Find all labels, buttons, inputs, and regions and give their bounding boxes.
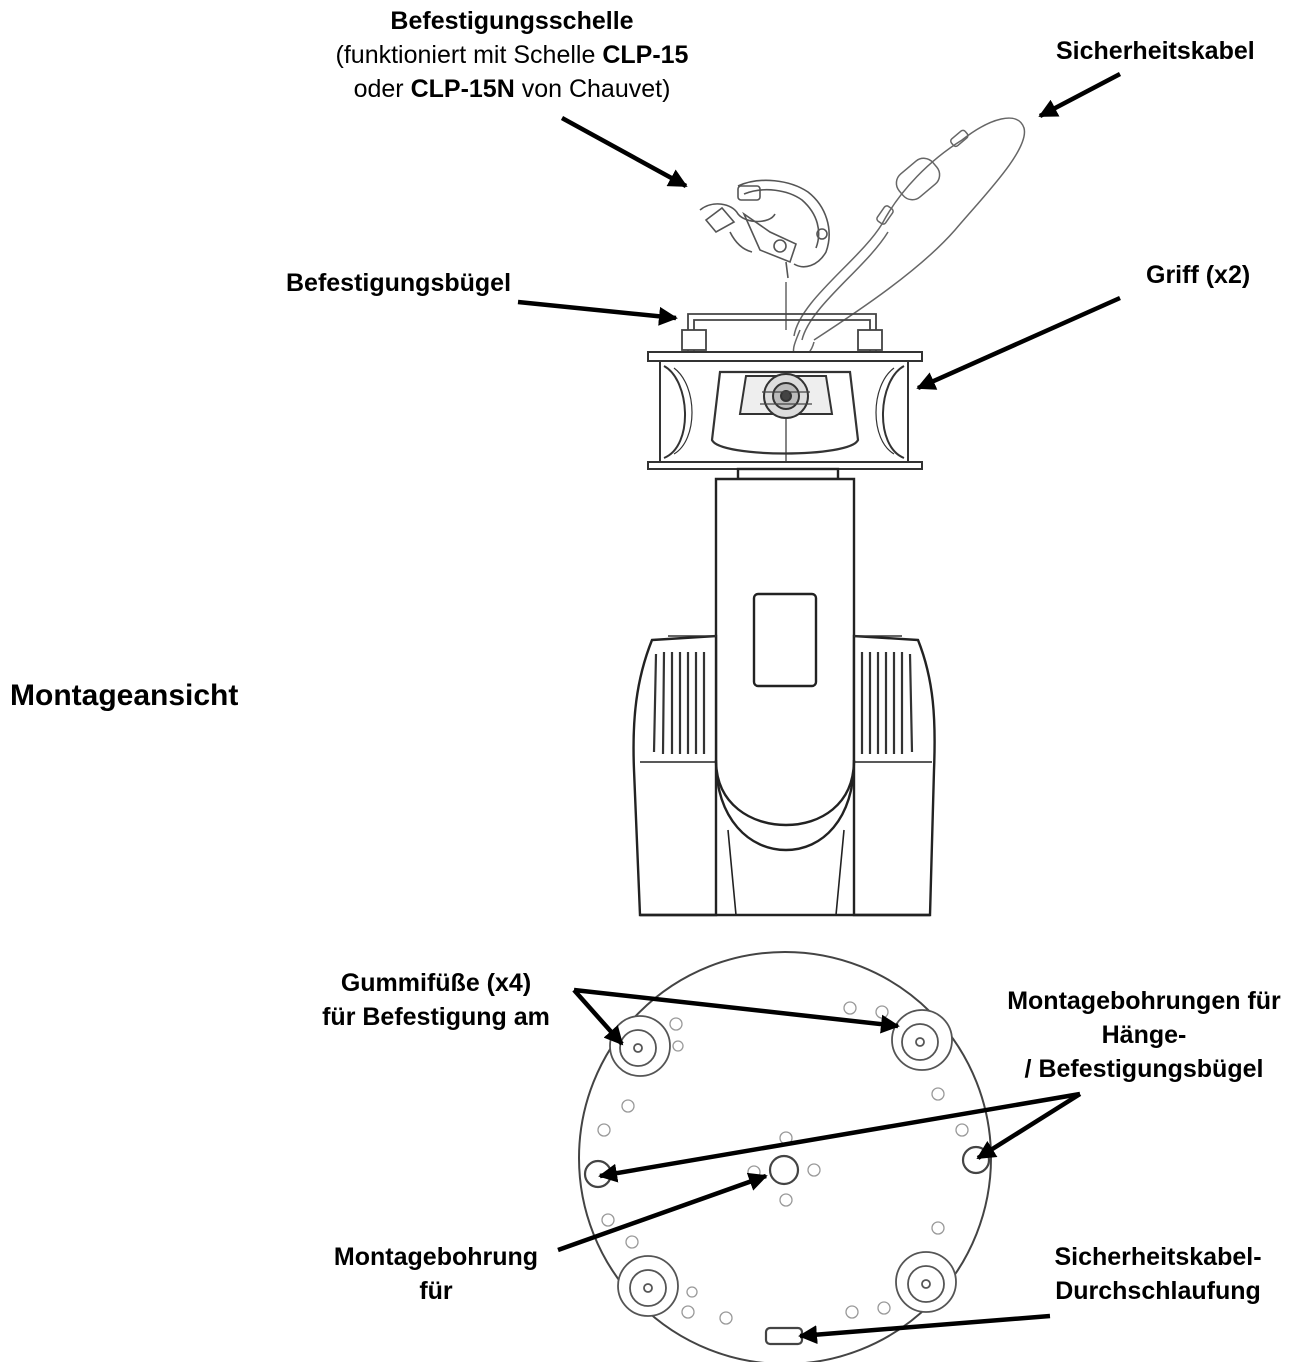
arrow-bracket: [517, 299, 678, 326]
rubber-feet-line-2: für Befestigung am: [322, 1003, 550, 1031]
arrow-foot-right: [573, 987, 900, 1034]
clamp-note-1: (funktioniert mit Schelle: [335, 41, 603, 69]
mounting-clamp-drawing: [699, 179, 830, 279]
handle-label: Griff (x2): [1146, 261, 1251, 289]
clamp-title: Befestigungsschelle: [390, 7, 634, 35]
arrow-clamp: [560, 116, 688, 188]
mounting-holes-line-3: / Befestigungsbügel: [1024, 1055, 1264, 1083]
cooling-fins: [652, 635, 914, 755]
clamp-model-2: CLP-15N: [410, 75, 515, 103]
clamp-note-line-1: (funktioniert mit Schelle CLP-15: [300, 38, 724, 72]
mounting-holes-line-1: Montagebohrungen für: [1007, 987, 1281, 1015]
arrow-hole-right: [976, 1092, 1082, 1160]
clamp-note-line-2: oder CLP-15N von Chauvet): [300, 72, 724, 106]
mounting-holes-line-2: Hänge-: [1101, 1021, 1187, 1049]
small-screws: [597, 1001, 969, 1325]
cable-loop-label: Sicherheitskabel- Durchschlaufung: [1036, 1240, 1280, 1308]
rubber-feet-line-1: Gummifüße (x4): [340, 969, 532, 997]
mounting-holes-label: Montagebohrungen für Hänge- / Befestigun…: [996, 984, 1292, 1086]
mounting-holes: [583, 1145, 991, 1346]
safety-cable-label: Sicherheitskabel: [1056, 37, 1255, 65]
cable-loop-line-1: Sicherheitskabel-: [1054, 1243, 1262, 1271]
fixture-arm-drawing: [714, 467, 856, 827]
arrow-cable-loop: [798, 1313, 1051, 1345]
fixture-base-drawing: [647, 351, 923, 470]
rubber-feet-label: Gummifüße (x4) für Befestigung am: [300, 966, 572, 1034]
bracket-label: Befestigungsbügel: [286, 269, 512, 297]
rubber-feet: [609, 1009, 957, 1317]
callout-arrows: [517, 72, 1122, 1345]
arrow-hole-left: [598, 1091, 1081, 1183]
mounting-hole-line-2: für: [419, 1277, 453, 1305]
safety-cable-drawing: [785, 117, 1026, 358]
view-title: Montageansicht: [10, 679, 239, 712]
clamp-model-1: CLP-15: [602, 41, 689, 69]
mounting-hole-label: Montagebohrung für: [316, 1240, 556, 1308]
arrow-foot-left: [572, 988, 624, 1046]
mounting-hole-line-1: Montagebohrung: [333, 1243, 539, 1271]
clamp-note-2: oder: [353, 75, 411, 103]
clamp-note-3: von Chauvet): [514, 75, 671, 103]
clamp-label: Befestigungsschelle (funktioniert mit Sc…: [300, 4, 724, 106]
arrow-center-hole: [557, 1172, 768, 1253]
arrow-safety-cable: [1038, 72, 1122, 118]
cable-loop-line-2: Durchschlaufung: [1055, 1277, 1261, 1305]
mounting-bracket-drawing: [681, 313, 883, 352]
arrow-handle: [916, 295, 1121, 391]
